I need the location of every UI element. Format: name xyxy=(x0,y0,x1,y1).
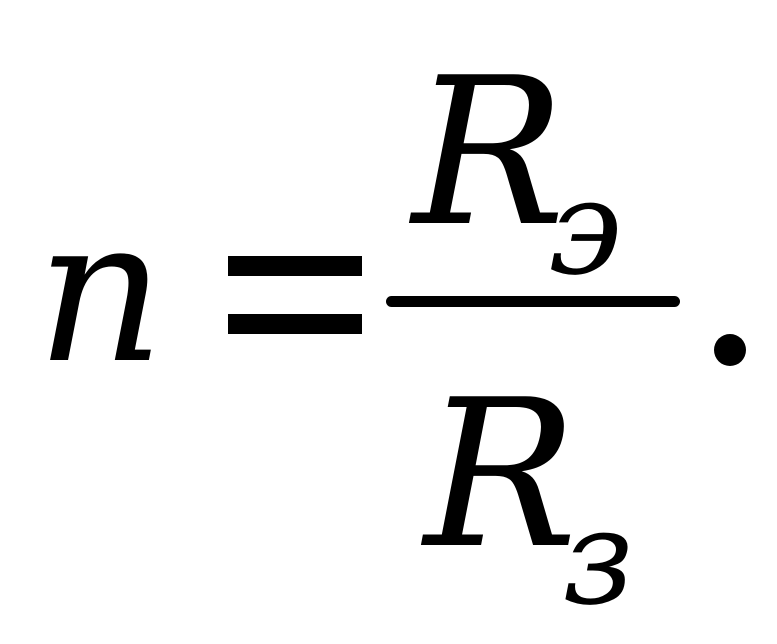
period: . xyxy=(714,334,746,366)
numerator-symbol: R xyxy=(412,35,566,272)
lhs-variable: n xyxy=(36,175,165,408)
fraction-bar xyxy=(386,296,680,307)
numerator-subscript: э xyxy=(548,151,622,305)
equals-top-stroke xyxy=(228,256,362,276)
equals-bottom-stroke xyxy=(228,314,362,334)
denominator-subscript: з xyxy=(562,481,634,635)
denominator-symbol: R xyxy=(424,357,578,594)
